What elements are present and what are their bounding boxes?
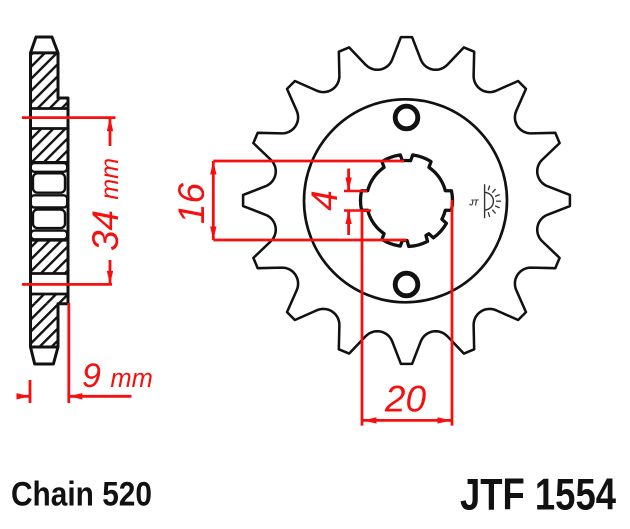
svg-text:JT: JT (469, 199, 479, 208)
svg-text:20: 20 (384, 379, 427, 420)
svg-text:JTF 1554: JTF 1554 (460, 470, 616, 519)
svg-text:4: 4 (304, 190, 345, 211)
svg-text:16: 16 (171, 183, 212, 225)
svg-text:Chain 520: Chain 520 (11, 476, 152, 514)
